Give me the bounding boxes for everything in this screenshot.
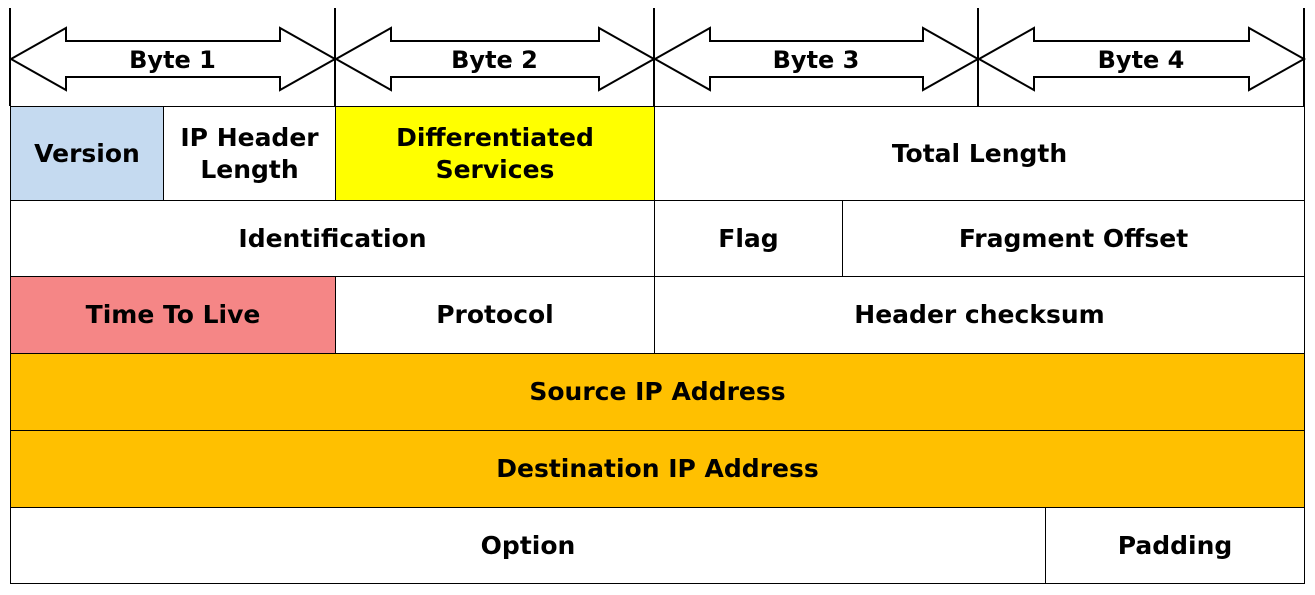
identification-field: Identification [10, 200, 655, 277]
version-label: Version [34, 138, 140, 168]
total-length-label: Total Length [891, 138, 1068, 168]
source-ip-label: Source IP Address [529, 377, 786, 406]
option-field: Option [10, 507, 1046, 584]
destination-ip-field: Destination IP Address [10, 430, 1305, 508]
ip-header-length-label-line2: Length [200, 154, 299, 184]
version-field: Version [10, 106, 164, 201]
header-checksum-field: Header checksum [654, 276, 1305, 354]
protocol-field: Protocol [335, 276, 655, 354]
flag-label: Flag [718, 223, 779, 253]
padding-field: Padding [1045, 507, 1305, 584]
destination-ip-label: Destination IP Address [496, 454, 819, 483]
time-to-live-label: Time To Live [85, 300, 261, 329]
byte-scale [8, 8, 1307, 106]
time-to-live-field: Time To Live [10, 276, 336, 354]
header-checksum-label: Header checksum [854, 300, 1105, 329]
differentiated-services-field: Differentiated Services [335, 106, 655, 201]
source-ip-field: Source IP Address [10, 353, 1305, 431]
flag-field: Flag [654, 200, 843, 277]
identification-label: Identification [238, 223, 427, 253]
byte-4-label: Byte 4 [1097, 46, 1185, 74]
ip-header-length-label-line1: IP Header [180, 122, 319, 152]
byte-3-label: Byte 3 [772, 46, 860, 74]
protocol-label: Protocol [436, 300, 554, 329]
padding-label: Padding [1117, 530, 1233, 560]
fragment-offset-label: Fragment Offset [958, 223, 1189, 253]
fragment-offset-field: Fragment Offset [842, 200, 1305, 277]
ip-header-length-field: IP Header Length [163, 106, 336, 201]
differentiated-services-label: Differentiated Services [396, 122, 594, 184]
byte-1-label: Byte 1 [129, 46, 216, 74]
total-length-field: Total Length [654, 106, 1305, 201]
byte-2-label: Byte 2 [451, 46, 538, 74]
option-label: Option [480, 530, 576, 560]
